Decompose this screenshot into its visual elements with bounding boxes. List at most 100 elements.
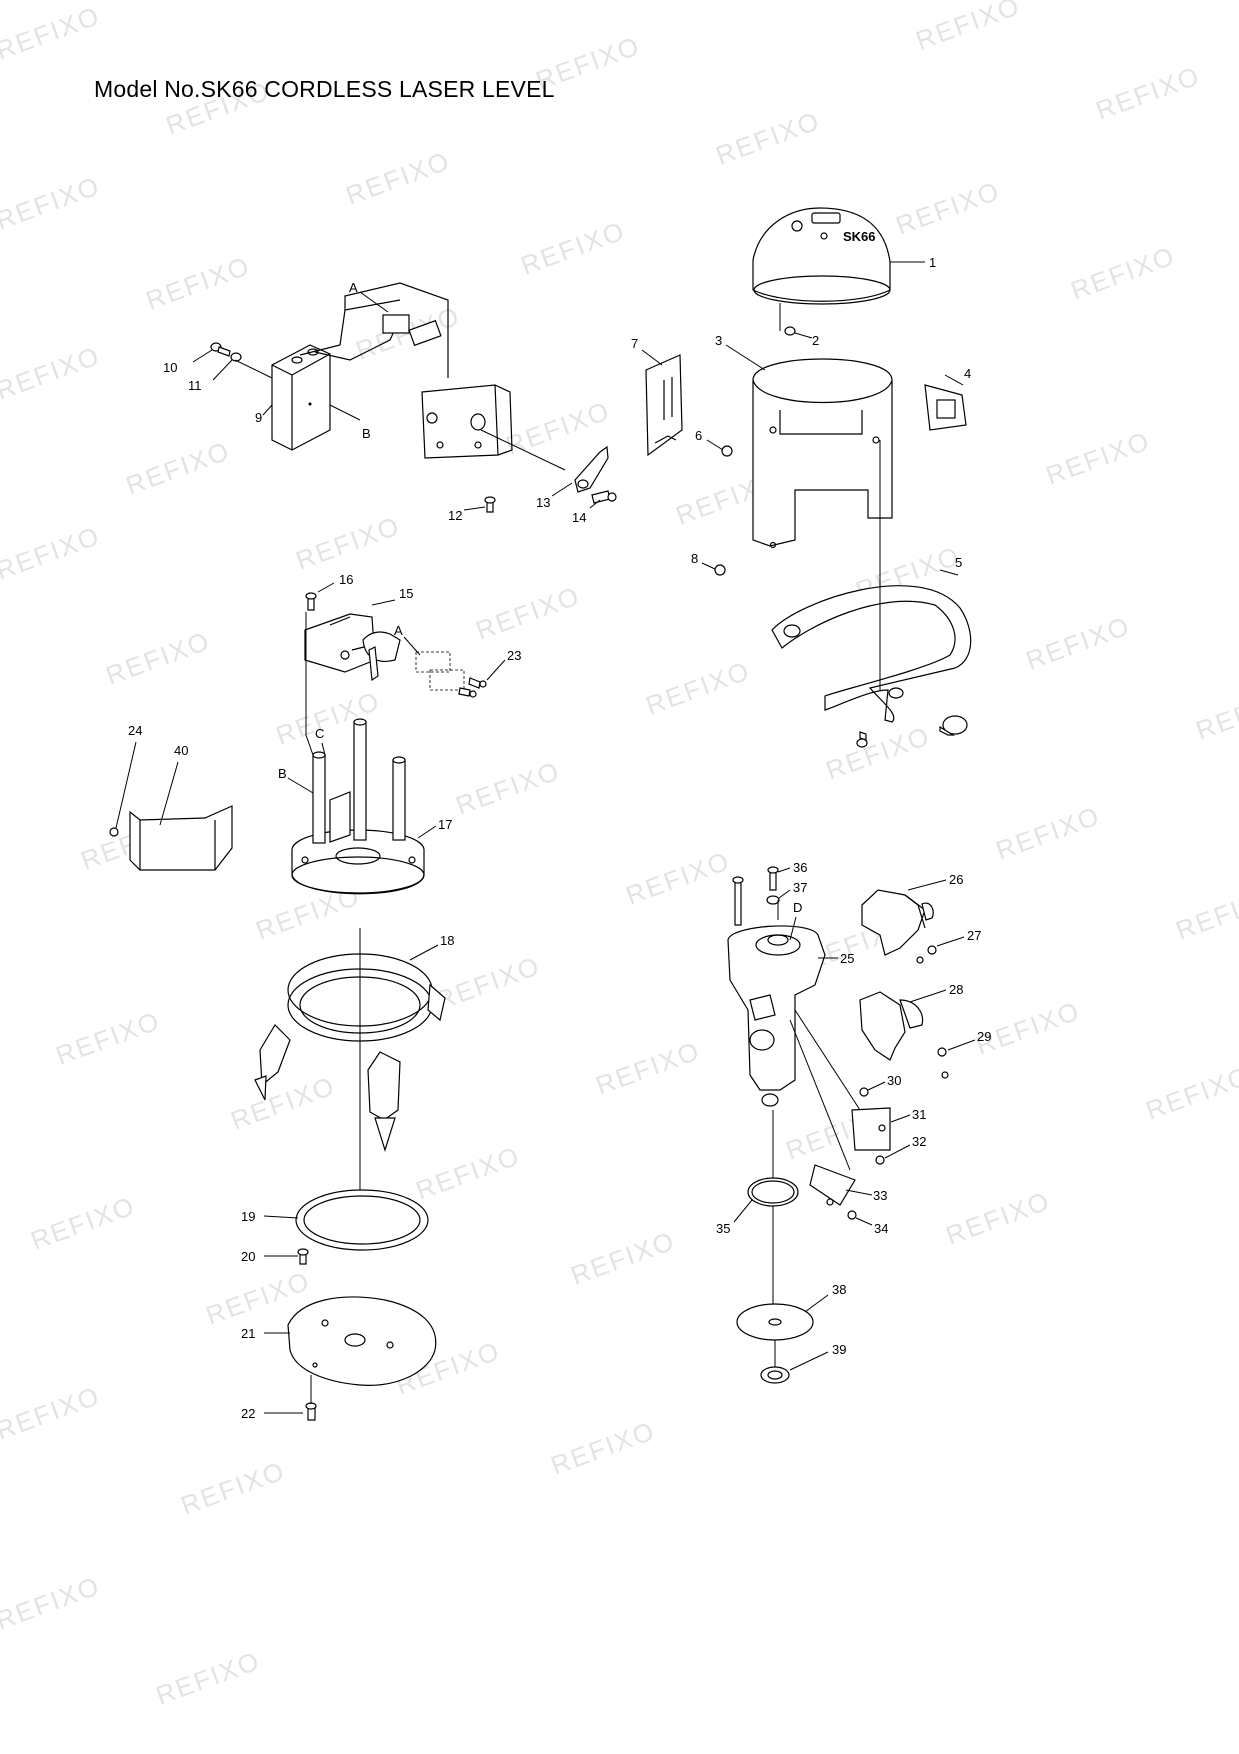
watermark: REFIXO [517,215,629,280]
watermark: REFIXO [102,625,214,690]
part-number-2: 2 [812,333,819,348]
watermark: REFIXO [142,250,254,315]
watermark: REFIXO [27,1190,139,1255]
watermark: REFIXO [1042,425,1154,490]
part-number-7: 7 [631,336,638,351]
watermark: REFIXO [1067,240,1179,305]
part-number-31: 31 [912,1107,926,1122]
part-number-3: 3 [715,333,722,348]
part-number-35: 35 [716,1221,730,1236]
connection-label-b-2: B [278,766,287,781]
part-number-17: 17 [438,817,452,832]
part-number-24: 24 [128,723,142,738]
part-number-26: 26 [949,872,963,887]
watermark: REFIXO [642,655,754,720]
post-c [353,721,367,841]
part-number-13: 13 [536,495,550,510]
part-number-30: 30 [887,1073,901,1088]
part-number-33: 33 [873,1188,887,1203]
post-b [312,754,326,844]
watermark: REFIXO [0,1570,104,1635]
watermark: REFIXO [547,1415,659,1480]
part-number-8: 8 [691,551,698,566]
part-number-21: 21 [241,1326,255,1341]
watermark: REFIXO [272,685,384,750]
watermark: REFIXO [892,175,1004,240]
watermark: REFIXO [712,105,824,170]
part-number-32: 32 [912,1134,926,1149]
part-number-16: 16 [339,572,353,587]
part-number-1: 1 [929,255,936,270]
watermark: REFIXO [942,1185,1054,1250]
watermark: REFIXO [472,580,584,645]
watermark: REFIXO [412,1140,524,1205]
watermark: REFIXO [0,520,104,585]
watermark: REFIXO [0,170,104,235]
laser-module-group [727,866,949,1384]
part-number-12: 12 [448,508,462,523]
watermark: REFIXO [452,755,564,820]
part-number-29: 29 [977,1029,991,1044]
watermark: REFIXO [0,0,104,65]
foot-front [367,1051,401,1121]
watermark: REFIXO [1192,680,1239,745]
watermark: REFIXO [567,1225,679,1290]
part-number-37: 37 [793,880,807,895]
part-number-19: 19 [241,1209,255,1224]
part-number-28: 28 [949,982,963,997]
part-number-11: 11 [188,378,202,393]
side-shield [129,805,233,871]
part-number-4: 4 [964,366,971,381]
watermark: REFIXO [52,1005,164,1070]
part-number-6: 6 [695,428,702,443]
watermark: REFIXO [502,395,614,460]
watermark: REFIXO [912,0,1024,56]
watermark: REFIXO [1022,610,1134,675]
post-right [392,759,406,841]
part-number-18: 18 [440,933,454,948]
connection-label-a: A [349,280,358,295]
part-number-5: 5 [955,555,962,570]
page-title: Model No.SK66 CORDLESS LASER LEVEL [94,76,555,102]
circuit-board-31 [851,1107,891,1151]
watermark: REFIXO [122,435,234,500]
carry-strap [771,585,972,723]
watermark: REFIXO [622,845,734,910]
part-number-10: 10 [163,360,177,375]
watermark: REFIXO [1142,1060,1239,1125]
laser-unit-26 [861,889,926,956]
part-number-38: 38 [832,1282,846,1297]
washer [760,1366,790,1384]
part-number-34: 34 [874,1221,888,1236]
mounting-bracket [421,384,499,459]
connection-label-c: C [315,726,324,741]
watermark: REFIXO [227,1070,339,1135]
connection-label-b: B [362,426,371,441]
watermark: REFIXO [992,800,1104,865]
part-number-15: 15 [399,586,413,601]
part-number-22: 22 [241,1406,255,1421]
base-plate [287,1296,437,1386]
watermark: REFIXO [152,1645,264,1710]
callouts: 1 2 3 4 5 6 7 8 9 10 11 12 13 14 15 16 1… [115,255,991,1421]
cap-marking: SK66 [843,229,876,244]
watermark: REFIXO [1172,880,1239,945]
lens-disc [736,1303,814,1341]
part-number-39: 39 [832,1342,846,1357]
watermark: REFIXO [177,1455,289,1520]
connection-label-d: D [793,900,802,915]
battery-holder-group [210,282,617,513]
part-number-27: 27 [967,928,981,943]
part-number-14: 14 [572,510,586,525]
watermark: REFIXO [822,720,934,785]
part-number-36: 36 [793,860,807,875]
connection-label-a-2: A [394,623,403,638]
circuit-board-33 [809,1164,856,1206]
watermark: REFIXO [972,995,1084,1060]
part-number-40: 40 [174,743,188,758]
laser-module-body [727,925,826,1091]
watermark: REFIXO [0,1380,104,1445]
watermark: REFIXO [1092,60,1204,125]
